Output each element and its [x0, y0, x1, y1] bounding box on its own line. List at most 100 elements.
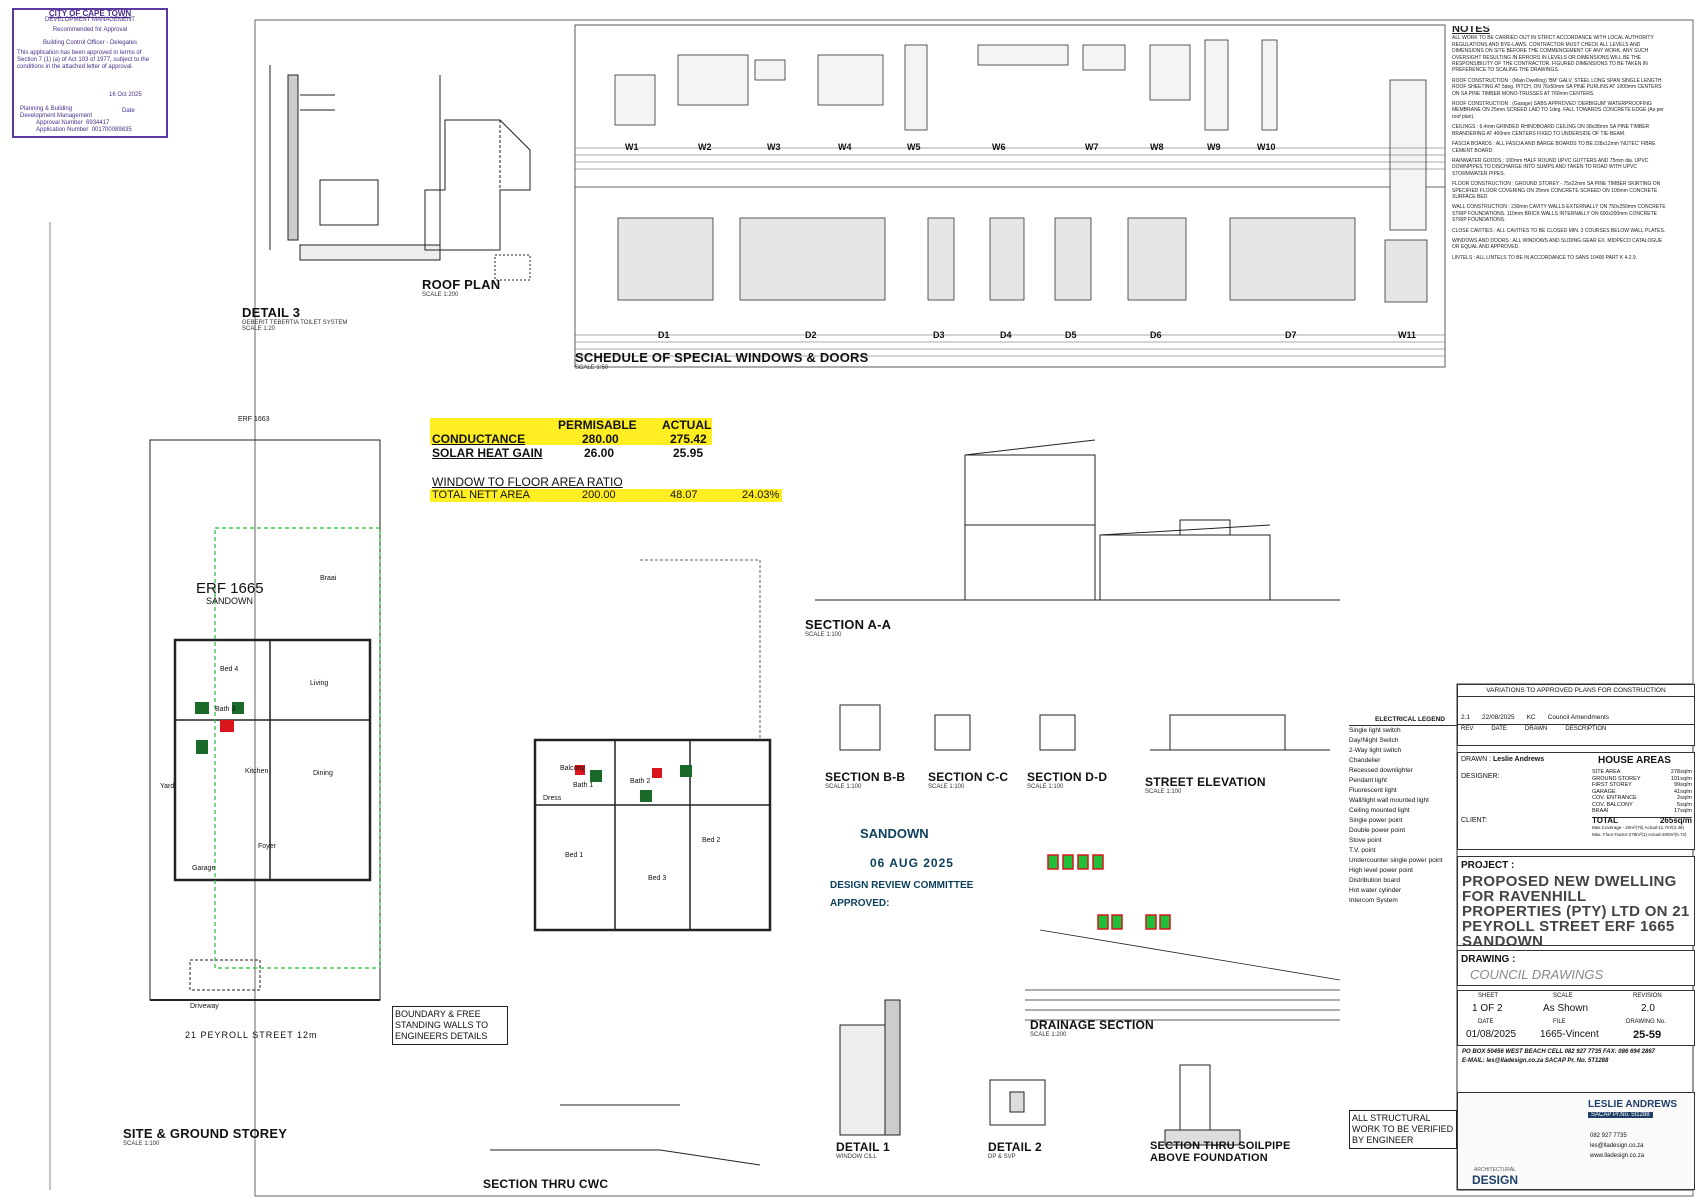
- stamp-authority: CITY OF CAPE TOWN: [48, 9, 132, 18]
- note-paragraph: ALL WORK TO BE CARRIED OUT IN STRICT ACC…: [1452, 35, 1654, 74]
- address-line: PO BOX 50456 WEST BEACH CELL 082 927 773…: [1462, 1049, 1655, 1055]
- area-key: COV. ENTRANCE: [1592, 795, 1637, 801]
- legend-item: Distribution board: [1349, 877, 1400, 884]
- energy-highlight-1: [430, 418, 712, 445]
- legend-item: Wall/light wall mounted light: [1349, 797, 1429, 804]
- section-aa-scale: SCALE 1:100: [805, 632, 842, 638]
- cwc-title-block: SECTION THRU CWC: [483, 1177, 608, 1191]
- cwc-title: SECTION THRU CWC: [483, 1177, 609, 1191]
- approval-stamp: CITY OF CAPE TOWN DEVELOPMENT MANAGEMENT…: [12, 8, 168, 138]
- areas-block: DRAWN : Leslie Andrews DESIGNER: CLIENT:…: [1457, 752, 1695, 850]
- detail2-drawing: [989, 1079, 1046, 1126]
- drainage-title-block: DRAINAGE SECTION SCALE 1:200: [1030, 1018, 1154, 1038]
- legend-item: Double power point: [1349, 827, 1406, 834]
- window-elevations: [614, 39, 1427, 231]
- erf-label: ERF 1665: [196, 580, 264, 597]
- ff-room-label: Bed 2: [702, 837, 721, 844]
- roof-plan-title-block: ROOF PLAN SCALE 1:200: [422, 277, 500, 298]
- drc-line2: APPROVED:: [830, 898, 890, 909]
- firm-email: les@lladesign.co.za: [1590, 1143, 1644, 1149]
- stamp-application-number: 001700089835: [91, 127, 132, 133]
- sheet-value: 1 OF 2: [1472, 1003, 1503, 1014]
- drainage-scale: SCALE 1:200: [1030, 1032, 1067, 1038]
- ff-room-label: Bath 2: [630, 778, 651, 785]
- drawing-name-block: DRAWING : COUNCIL DRAWINGS: [1457, 950, 1695, 986]
- legend-item: Ceiling mounted light: [1349, 807, 1410, 814]
- drc-date: 06 AUG 2025: [870, 856, 954, 870]
- rev-by: KC: [1526, 714, 1536, 721]
- drawing-no-value: 25-59: [1633, 1029, 1662, 1041]
- date-label: DATE: [1478, 1019, 1494, 1025]
- energy-row-actual: 25.95: [673, 446, 704, 460]
- stamp-approval-label: Approval Number: [36, 120, 83, 126]
- rev-number: 2.1: [1461, 714, 1471, 721]
- room-label: Garage: [192, 865, 216, 872]
- detail3-title-block: DETAIL 3 GEBERIT TEBERTIA TOILET SYSTEM …: [242, 305, 347, 332]
- stamp-signatory: Planning & Building Development Manageme…: [20, 106, 93, 119]
- suburb-label: SANDOWN: [206, 596, 253, 606]
- door-label-d6: D6: [1150, 330, 1162, 340]
- window-label-w3: W3: [767, 142, 781, 152]
- area-value: 41sq/m: [1673, 788, 1692, 795]
- legend-item: Hot water cylinder: [1349, 887, 1402, 894]
- areas-title: HOUSE AREAS: [1598, 755, 1671, 766]
- section-cc-scale: SCALE 1:100: [928, 784, 965, 790]
- section-dd-scale: SCALE 1:100: [1027, 784, 1064, 790]
- legend-item: Pendant light: [1349, 777, 1387, 784]
- firm-web: www.lladesign.co.za: [1590, 1153, 1645, 1159]
- stamp-department: DEVELOPMENT MANAGEMENT: [45, 17, 135, 23]
- detail3-sub: GEBERIT TEBERTIA TOILET SYSTEM: [242, 320, 348, 326]
- legend-item: Stove point: [1349, 837, 1382, 844]
- stamp-date: 16 Oct 2025: [109, 92, 142, 98]
- date-value: 01/08/2025: [1466, 1029, 1517, 1040]
- boundary-note: BOUNDARY & FREE STANDING WALLS TO ENGINE…: [392, 1006, 508, 1045]
- soilpipe-title: SECTION THRU SOILPIPE ABOVE FOUNDATION: [1150, 1140, 1291, 1164]
- wfa-glazing: 48.07: [670, 489, 698, 501]
- drainage-title: DRAINAGE SECTION: [1030, 1018, 1154, 1032]
- wfa-title: WINDOW TO FLOOR AREA RATIO: [432, 475, 623, 489]
- legend-item: Day/Night Switch: [1349, 737, 1399, 744]
- street-elevation-title-block: STREET ELEVATION SCALE 1:100: [1145, 775, 1266, 795]
- room-label: Bath 3: [215, 706, 236, 713]
- door-label-w11: W11: [1398, 330, 1417, 340]
- window-label-w4: W4: [838, 142, 852, 152]
- electrical-legend: ELECTRICAL LEGEND Single light switch Da…: [1349, 715, 1471, 906]
- area-key: SITE AREA: [1592, 769, 1621, 775]
- note-paragraph: ROOF CONSTRUCTION : (Garage) SABS APPROV…: [1452, 101, 1664, 120]
- door-label-d7: D7: [1285, 330, 1297, 340]
- rev-desc: Council Amendments: [1547, 714, 1610, 721]
- revision-value: 2.0: [1641, 1003, 1655, 1014]
- window-label-w5: W5: [907, 142, 921, 152]
- section-dd-title: SECTION D-D: [1027, 770, 1108, 784]
- note-paragraph: RAINWATER GOODS : 100mm HALF ROUND UPVC …: [1452, 157, 1649, 177]
- firm-address: PO BOX 50456 WEST BEACH CELL 082 927 773…: [1462, 1048, 1690, 1066]
- notes-heading: NOTES: [1452, 26, 1490, 35]
- scale-value: As Shown: [1543, 1003, 1589, 1014]
- erf1663-label: ERF 1663: [238, 416, 270, 423]
- room-label: Bed 4: [220, 666, 239, 673]
- firm-block: LESLIE ANDREWS SACAP Pr.No. 5t1288 082 9…: [1457, 1092, 1695, 1190]
- detail3-title: DETAIL 3: [242, 305, 301, 320]
- room-label: Foyer: [258, 843, 276, 850]
- soilpipe-title-block: SECTION THRU SOILPIPE ABOVE FOUNDATION: [1150, 1140, 1300, 1164]
- room-label: Kitchen: [245, 768, 269, 775]
- area-key: FIRST STOREY: [1592, 782, 1632, 788]
- area-value: 17sq/m: [1673, 808, 1692, 814]
- site-title: SITE & GROUND STOREY: [123, 1126, 288, 1141]
- drawn-name: Leslie Andrews: [1493, 756, 1545, 763]
- building-lines: [214, 527, 381, 969]
- logo-small-text: ARCHITECTURAL: [1474, 1167, 1516, 1173]
- rev-header: DATE: [1491, 726, 1507, 732]
- note-paragraph: WALL CONSTRUCTION : 230mm CAVITY WALLS E…: [1452, 204, 1666, 224]
- detail2-title: DETAIL 2: [988, 1140, 1042, 1154]
- rev-date: 22/08/2025: [1482, 714, 1515, 721]
- revisions-title: VARIATIONS TO APPROVED PLANS FOR CONSTRU…: [1458, 685, 1694, 697]
- area-value: 5sq/m: [1677, 801, 1692, 808]
- rev-header: REV: [1461, 726, 1474, 732]
- area-value: 99sq/m: [1673, 782, 1692, 788]
- door-label-d3: D3: [933, 330, 945, 340]
- energy-row-permissible: 280.00: [582, 432, 619, 446]
- wfa-area: 200.00: [582, 489, 616, 501]
- window-label-w8: W8: [1150, 142, 1164, 152]
